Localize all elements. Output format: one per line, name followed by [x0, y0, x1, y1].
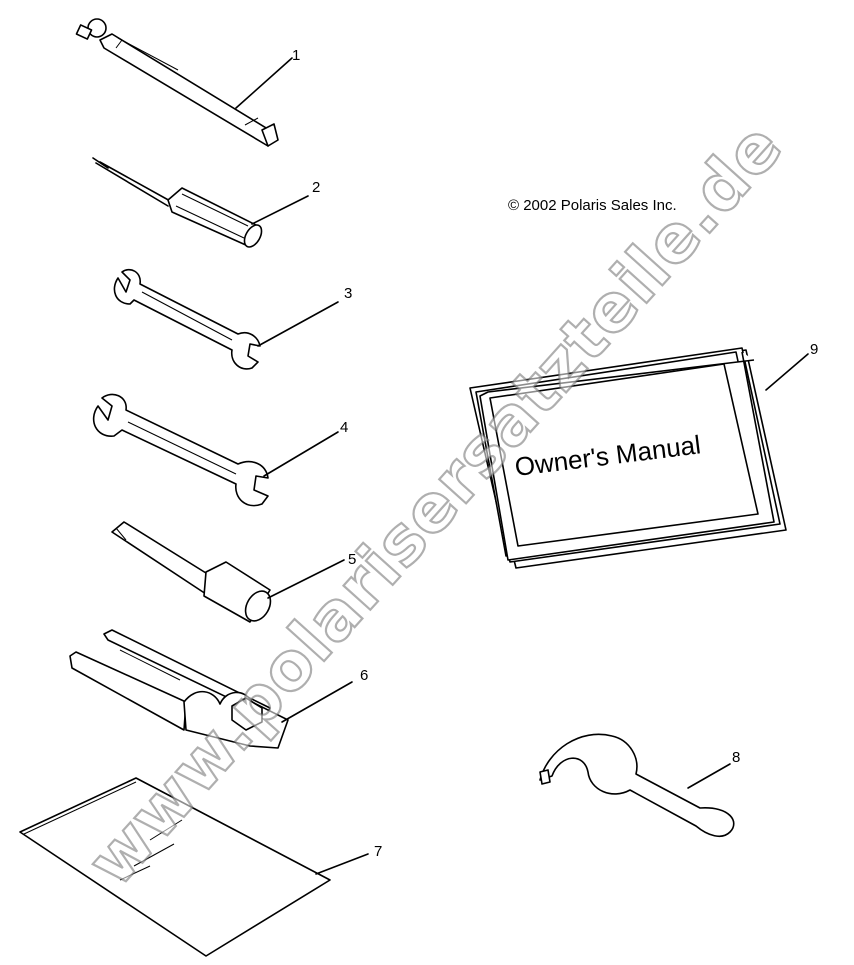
leader-6: [281, 681, 353, 723]
leader-9: [765, 353, 809, 391]
part-tool-pouch: [69, 629, 289, 749]
leader-3: [257, 301, 339, 347]
part-spark-plug-socket: [111, 521, 272, 623]
part-owners-manual: Owner's Manual: [469, 347, 787, 569]
callout-8: 8: [732, 749, 740, 766]
callout-7: 7: [374, 843, 382, 860]
part-screwdriver: [92, 157, 263, 248]
leader-8: [687, 763, 731, 789]
copyright-text: © 2002 Polaris Sales Inc.: [508, 197, 677, 214]
leader-4: [263, 431, 339, 477]
leader-1: [235, 57, 293, 109]
callout-5: 5: [348, 551, 356, 568]
leader-5: [267, 559, 345, 599]
callout-9: 9: [810, 341, 818, 358]
callout-1: 1: [292, 47, 300, 64]
part-spanner-wrench: [539, 733, 735, 838]
part-gauge-pen: [75, 18, 279, 147]
leader-7: [315, 853, 369, 875]
callout-3: 3: [344, 285, 352, 302]
part-small-wrench: [113, 268, 261, 370]
callout-4: 4: [340, 419, 348, 436]
callout-6: 6: [360, 667, 368, 684]
part-large-wrench: [92, 393, 269, 507]
leader-2: [251, 195, 309, 225]
callout-2: 2: [312, 179, 320, 196]
part-document-bag: [19, 777, 331, 957]
